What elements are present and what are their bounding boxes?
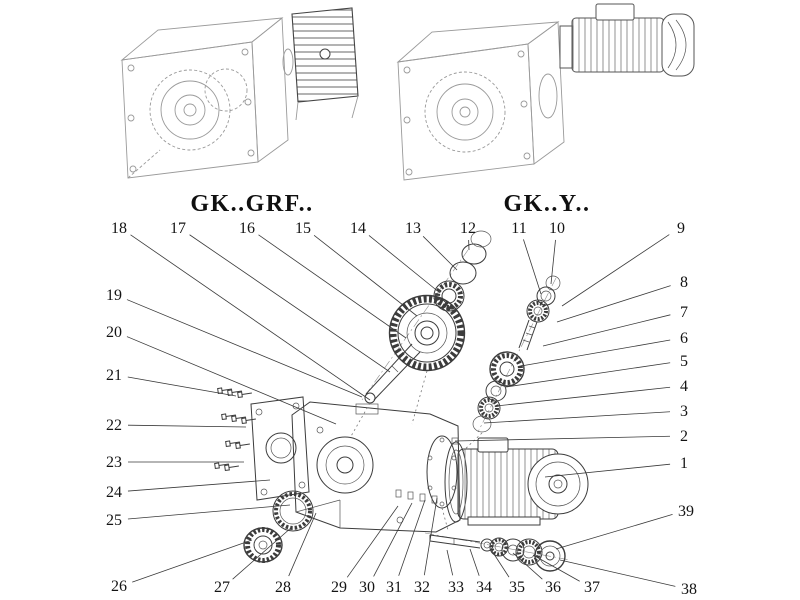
leader-line-8 <box>556 285 671 323</box>
part-number-11: 11 <box>511 220 526 237</box>
part-number-31: 31 <box>386 579 402 596</box>
leader-line-32 <box>423 497 438 576</box>
leader-line-15 <box>313 235 418 317</box>
gearbox-y-drawing <box>396 3 695 181</box>
leader-line-33 <box>446 549 454 576</box>
leader-line-7 <box>542 314 671 347</box>
flange-bolts <box>214 386 257 471</box>
part-number-33: 33 <box>448 579 464 596</box>
leader-line-24 <box>127 479 271 492</box>
part-number-16: 16 <box>239 220 255 237</box>
y-motor <box>559 3 695 77</box>
leader-line-9 <box>561 234 670 307</box>
part-number-3: 3 <box>680 403 688 420</box>
part-number-7: 7 <box>680 304 688 321</box>
leader-line-37 <box>532 554 580 582</box>
part-number-25: 25 <box>106 512 122 529</box>
leader-line-27 <box>232 526 293 580</box>
part-number-35: 35 <box>509 579 525 596</box>
assembly-guide-lines <box>349 370 483 531</box>
leader-line-18 <box>130 234 371 401</box>
part-number-21: 21 <box>106 367 122 384</box>
part-number-1: 1 <box>680 455 688 472</box>
leader-line-25 <box>127 504 291 520</box>
part-number-10: 10 <box>549 220 565 237</box>
part-number-15: 15 <box>295 220 311 237</box>
leader-line-39 <box>555 513 673 550</box>
gearbox-grf-drawing <box>120 7 359 179</box>
part-number-17: 17 <box>170 220 186 237</box>
leader-line-34 <box>469 548 480 576</box>
part-number-12: 12 <box>460 220 476 237</box>
part-number-2: 2 <box>680 428 688 445</box>
lower-left-bearing <box>272 490 314 532</box>
part-number-5: 5 <box>680 353 688 370</box>
retaining-rings <box>449 230 492 285</box>
part-number-4: 4 <box>680 378 688 395</box>
leader-line-35 <box>491 550 510 578</box>
part-number-24: 24 <box>106 484 122 501</box>
part-number-39: 39 <box>678 503 694 520</box>
part-number-9: 9 <box>677 220 685 237</box>
part-number-22: 22 <box>106 417 122 434</box>
leader-line-3 <box>483 411 671 424</box>
part-number-36: 36 <box>545 579 561 596</box>
leader-line-26 <box>132 539 253 583</box>
leader-line-4 <box>495 386 671 407</box>
leader-line-11 <box>523 239 542 295</box>
exploded-view <box>214 230 589 572</box>
output-shaft <box>364 343 421 404</box>
leader-line-16 <box>258 234 407 339</box>
part-number-6: 6 <box>680 330 688 347</box>
leader-line-5 <box>505 362 671 388</box>
part-number-8: 8 <box>680 274 688 291</box>
part-number-18: 18 <box>111 220 127 237</box>
part-number-19: 19 <box>106 287 122 304</box>
motor <box>444 437 589 526</box>
leader-line-38 <box>559 559 676 587</box>
part-number-30: 30 <box>359 579 375 596</box>
model-label-grf: GK..GRF.. <box>190 191 313 217</box>
output-bearing <box>433 280 465 312</box>
leader-line-17 <box>189 234 391 373</box>
part-number-38: 38 <box>681 581 697 598</box>
part-number-14: 14 <box>350 220 366 237</box>
main-gear <box>388 294 466 372</box>
part-number-34: 34 <box>476 579 492 596</box>
leader-line-6 <box>520 339 671 367</box>
leader-line-10 <box>550 239 556 285</box>
leader-line-21 <box>127 376 237 397</box>
leader-line-2 <box>454 435 671 442</box>
leader-line-28 <box>288 512 317 577</box>
part-number-20: 20 <box>106 324 122 341</box>
leader-line-13 <box>422 236 458 271</box>
part-number-28: 28 <box>275 579 291 596</box>
part-number-26: 26 <box>111 578 127 595</box>
lower-left-gear <box>243 527 283 563</box>
part-number-23: 23 <box>106 454 122 471</box>
leader-line-19 <box>126 299 363 398</box>
leader-line-22 <box>127 424 247 428</box>
part-number-32: 32 <box>414 579 430 596</box>
leader-line-1 <box>544 463 671 478</box>
leader-line-36 <box>512 552 543 580</box>
model-label-y: GK..Y.. <box>504 191 591 217</box>
part-number-27: 27 <box>214 579 230 596</box>
part-number-37: 37 <box>584 579 600 596</box>
part-number-29: 29 <box>331 579 347 596</box>
leader-line-30 <box>373 502 413 577</box>
leader-line-29 <box>346 505 399 578</box>
bottom-shaft-parts <box>429 534 566 572</box>
leader-line-14 <box>368 235 441 294</box>
flange-plate <box>250 396 310 501</box>
leader-line-20 <box>126 336 337 425</box>
part-number-13: 13 <box>405 220 421 237</box>
leader-line-31 <box>398 499 426 576</box>
input-shaft-parts <box>472 275 561 433</box>
grf-finned-cover <box>291 7 359 121</box>
